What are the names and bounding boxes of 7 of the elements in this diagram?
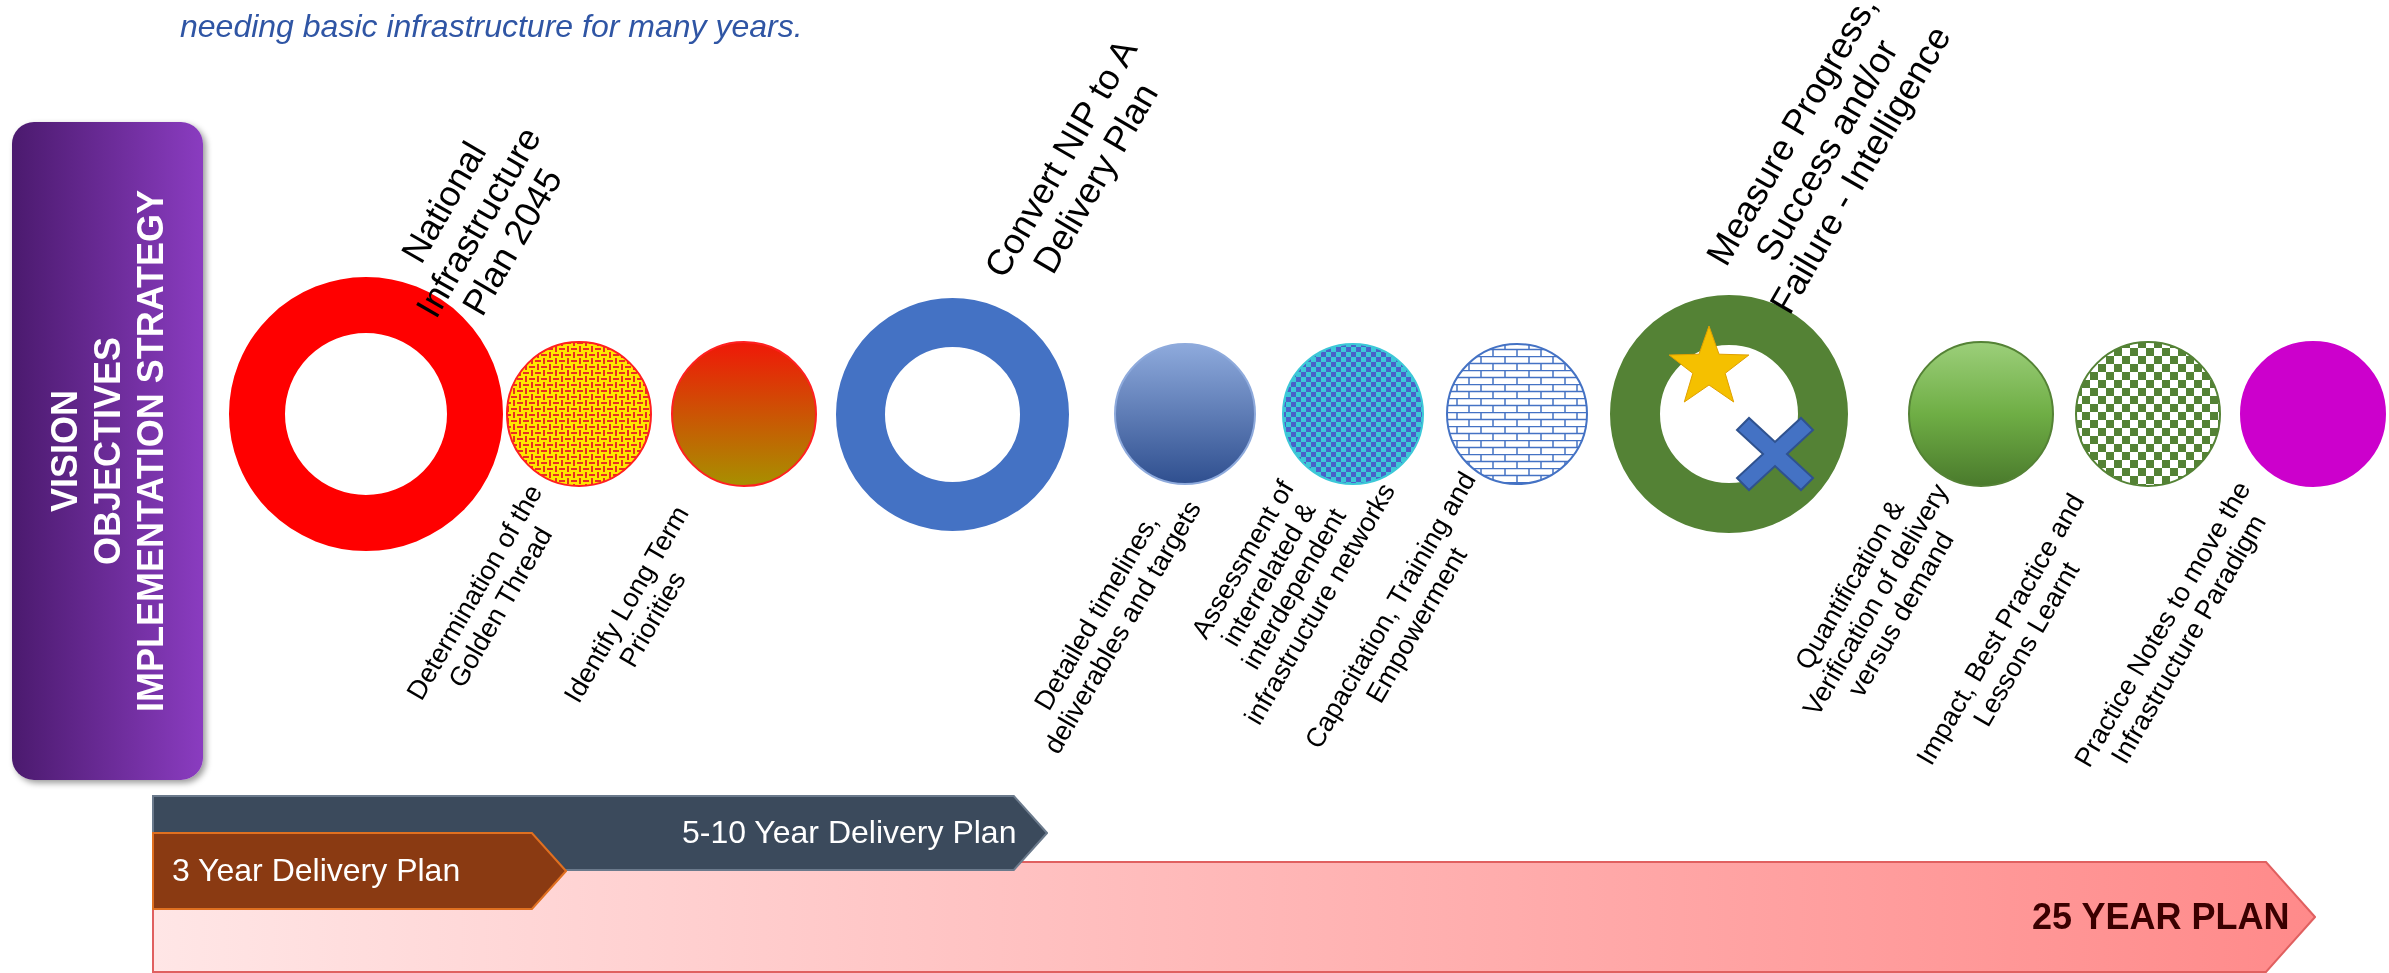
intro-text: needing basic infrastructure for many years.: [180, 8, 803, 45]
panel-heading: VISION: [42, 389, 86, 514]
plan-label: 5-10 Year Delivery Plan: [682, 813, 1017, 852]
panel-heading: OBJECTIVES: [85, 335, 129, 568]
panel-heading: IMPLEMENTATION STRATEGY: [129, 189, 173, 714]
plan-label: 25 YEAR PLAN: [2032, 894, 2290, 938]
plan-label: 3 Year Delivery Plan: [172, 851, 461, 890]
